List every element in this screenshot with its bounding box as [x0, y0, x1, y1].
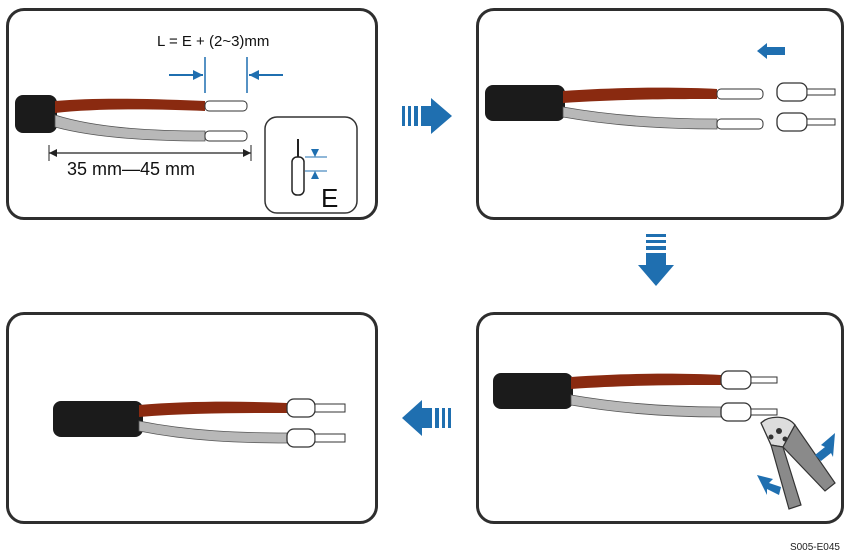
stripped-conductor-grey: [716, 118, 764, 130]
red-wire: [571, 373, 721, 389]
step-2-panel: [476, 8, 844, 220]
flow-arrow-left-icon: [402, 400, 451, 436]
stripped-conductor-grey: [204, 130, 248, 142]
crimped-ferrule-top: [286, 398, 316, 418]
crimping-tool-icon: [760, 416, 836, 510]
ferrule-bottom: [720, 402, 752, 422]
figure-code: S005-E045: [789, 542, 840, 553]
ferrule-top: [720, 370, 752, 390]
red-wire: [563, 87, 717, 103]
dim-arrowhead: [193, 70, 203, 80]
grey-wire: [562, 106, 718, 130]
red-wire: [55, 98, 205, 113]
crimped-pin-bottom: [314, 433, 346, 443]
grey-wire: [138, 420, 288, 444]
cable-jacket: [493, 373, 573, 409]
step-4-illustration: [53, 398, 346, 448]
ferrule-detail-inset: [264, 116, 358, 214]
step-1-panel: L = E + (2~3)mm 35 mm—45 mm E: [6, 8, 378, 220]
grey-wire: [570, 394, 722, 418]
step-4-panel: [6, 312, 378, 524]
e-dim-arrowhead: [311, 171, 319, 179]
step-3-panel: [476, 312, 844, 524]
strip-formula-label: L = E + (2~3)mm: [157, 33, 270, 50]
crimped-ferrule-bottom: [286, 428, 316, 448]
dim-arrowhead: [243, 149, 251, 157]
push-arrow-left-icon: [757, 43, 785, 59]
ferrule-pin-top: [806, 88, 836, 96]
stripped-conductor-red: [204, 100, 248, 112]
ferrule-bottom: [776, 112, 808, 132]
ferrule-pin-bottom: [750, 408, 778, 416]
strip-length-label: 35 mm—45 mm: [67, 159, 196, 179]
ferrule-pin-top: [750, 376, 778, 384]
dim-arrowhead: [49, 149, 57, 157]
cable-jacket: [53, 401, 143, 437]
stripped-conductor-red: [716, 88, 764, 100]
red-wire: [139, 401, 287, 417]
squeeze-arrow-right-icon: [815, 433, 835, 461]
cable-jacket: [485, 85, 565, 121]
ferrule-pin-bottom: [806, 118, 836, 126]
step-3-illustration: [493, 370, 836, 510]
step-1-illustration: [15, 57, 358, 214]
ferrule-top: [776, 82, 808, 102]
ferrule-icon: [291, 156, 305, 196]
cable-jacket: [15, 95, 57, 133]
grey-wire: [54, 114, 206, 142]
e-dim-arrowhead: [311, 149, 319, 157]
dim-arrowhead: [249, 70, 259, 80]
squeeze-arrow-left-icon: [757, 475, 781, 495]
ferrule-e-label: E: [321, 183, 339, 213]
step-2-illustration: [485, 43, 836, 132]
crimped-pin-top: [314, 403, 346, 413]
flow-arrow-down-icon: [638, 234, 674, 286]
flow-arrow-right-icon: [402, 98, 452, 134]
